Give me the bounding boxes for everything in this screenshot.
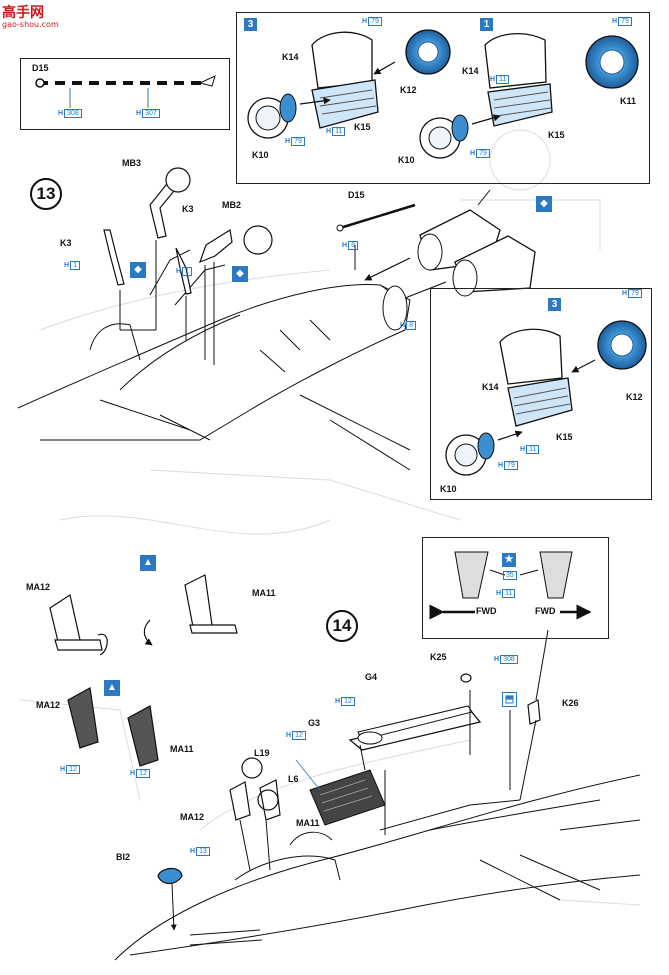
label-ma11-mid: MA11 bbox=[170, 744, 194, 754]
star-badge: ★ bbox=[502, 553, 516, 567]
label-ma12-mid: MA12 bbox=[36, 700, 61, 710]
label-k10-c: K10 bbox=[440, 484, 457, 494]
label-fwd-left: FWD bbox=[476, 606, 497, 616]
label-k11-b: K11 bbox=[620, 96, 637, 106]
small-parts bbox=[157, 629, 549, 931]
watermark-url: gao-shou.com bbox=[2, 20, 59, 29]
label-fwd-right: FWD bbox=[535, 606, 556, 616]
fuselage-rear bbox=[17, 249, 411, 471]
landing-gear bbox=[103, 167, 273, 365]
label-k12-c: K12 bbox=[626, 392, 643, 402]
paint-diamond-2: ◆ bbox=[232, 266, 248, 282]
label-k15-c: K15 bbox=[556, 432, 573, 442]
label-k26: K26 bbox=[562, 698, 579, 708]
ladder-parts bbox=[49, 574, 281, 821]
label-g3: G3 bbox=[308, 718, 321, 728]
step-13-number: 13 bbox=[30, 178, 62, 210]
label-k14-c: K14 bbox=[482, 382, 499, 392]
code-h35: 35 bbox=[502, 571, 517, 580]
label-mb2: MB2 bbox=[222, 200, 242, 210]
exhaust-set-c bbox=[445, 320, 647, 476]
paint-chevron-2: ▲ bbox=[104, 680, 120, 696]
paint-chevron-1: ▲ bbox=[140, 555, 156, 571]
exhaust-set-b bbox=[419, 33, 639, 159]
hatches bbox=[309, 705, 482, 826]
label-k25: K25 bbox=[430, 652, 447, 662]
exhaust-option-box-right bbox=[430, 288, 652, 500]
ghost-lines bbox=[19, 129, 641, 906]
label-mb3: MB3 bbox=[122, 158, 142, 168]
label-d15-box: D15 bbox=[32, 63, 49, 73]
label-k14-a: K14 bbox=[282, 52, 299, 62]
label-ma12-top: MA12 bbox=[26, 582, 51, 592]
engine-nozzles bbox=[364, 189, 536, 301]
label-k15-b: K15 bbox=[548, 130, 565, 140]
badge-1: 1 bbox=[480, 18, 493, 31]
label-l19: L19 bbox=[254, 748, 270, 758]
label-k3-left: K3 bbox=[60, 238, 72, 248]
fwd-decals bbox=[429, 551, 592, 620]
label-k12-a: K12 bbox=[400, 85, 417, 95]
fuselage-front bbox=[114, 774, 641, 961]
label-k10-a: K10 bbox=[252, 150, 269, 160]
d15-rod-step13 bbox=[336, 203, 416, 270]
label-k3-upper: K3 bbox=[182, 204, 194, 214]
label-bi2: BI2 bbox=[116, 852, 131, 862]
badge-3b: 3 bbox=[548, 298, 561, 311]
label-ma12-low: MA12 bbox=[180, 812, 205, 822]
fwd-decal-box bbox=[422, 537, 609, 639]
paint-diamond-1: ◆ bbox=[130, 262, 146, 278]
step-14-number: 14 bbox=[326, 610, 358, 642]
d15-rod bbox=[35, 75, 216, 108]
label-k14-b: K14 bbox=[462, 66, 479, 76]
label-g4: G4 bbox=[365, 672, 378, 682]
label-ma11-top: MA11 bbox=[252, 588, 276, 598]
label-k10-b: K10 bbox=[398, 155, 415, 165]
label-l6: L6 bbox=[288, 774, 299, 784]
paint-box-g4: ⬒ bbox=[502, 692, 517, 707]
paint-diamond-3: ◆ bbox=[536, 196, 552, 212]
label-ma11-low: MA11 bbox=[296, 818, 320, 828]
exhaust-set-a bbox=[247, 29, 451, 139]
label-d15-step13: D15 bbox=[348, 190, 365, 200]
watermark-logo: 高手网 gao-shou.com bbox=[2, 2, 59, 29]
badge-3: 3 bbox=[244, 18, 257, 31]
watermark-title: 高手网 bbox=[2, 5, 44, 21]
exhaust-option-box-top bbox=[236, 12, 650, 184]
d15-detail-box bbox=[20, 58, 230, 130]
label-k15-a: K15 bbox=[354, 122, 371, 132]
